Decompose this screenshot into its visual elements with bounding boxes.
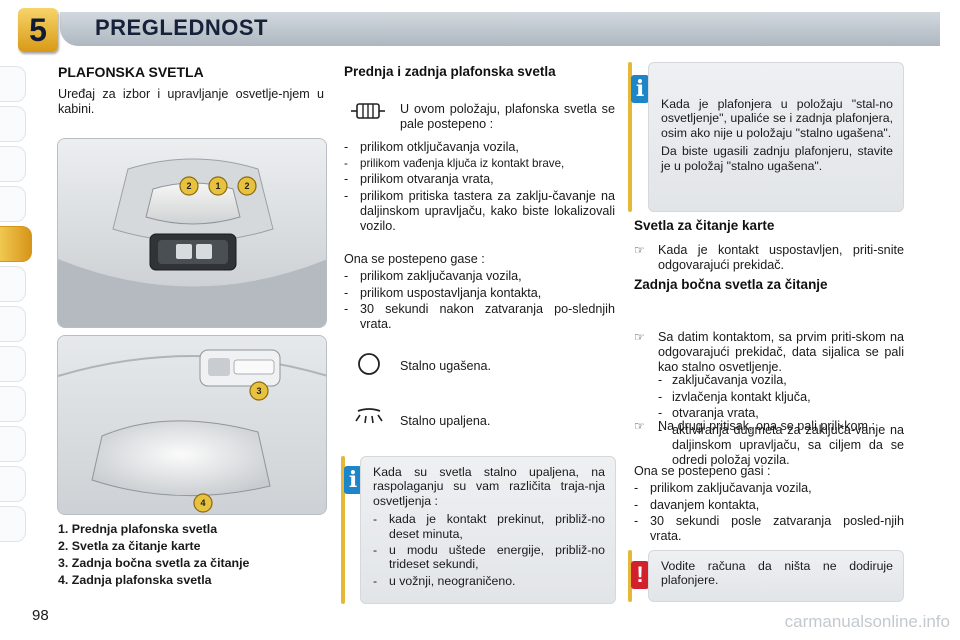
- chapter-tab-2[interactable]: [0, 106, 26, 142]
- lights-on-list: prilikom otključavanja vozila, prilikom …: [344, 140, 615, 235]
- list-item: prilikom otključavanja vozila,: [344, 140, 615, 155]
- list-item: zaključavanja vozila,: [658, 373, 904, 388]
- list-item: 30 sekundi posle zatvaranja posled-njih …: [634, 514, 904, 543]
- figure1-callouts: 2 1 2: [179, 176, 257, 196]
- callout-3: 3: [249, 381, 269, 401]
- rear-off-intro: Ona se postepeno gasi :: [634, 464, 771, 478]
- svg-text:3: 3: [256, 386, 261, 396]
- warning-icon: !: [631, 561, 649, 589]
- info-text: Kada su svetla stalno upaljena, na raspo…: [373, 465, 605, 508]
- rear-ceiling-light-illustration: 3 4: [57, 335, 327, 515]
- chapter-tab-9[interactable]: [0, 386, 26, 422]
- rear-light-first-press: ☞ Sa datim kontaktom, sa prvim priti-sko…: [634, 330, 904, 374]
- info-icon: i: [344, 466, 362, 494]
- callout-badge-2a: [179, 176, 199, 196]
- lights-off-list: prilikom zaključavanja vozila, prilikom …: [344, 269, 615, 334]
- chapter-tab-11[interactable]: [0, 466, 26, 502]
- front-ceiling-light-illustration: 2 1 2: [57, 138, 327, 328]
- list-item: u modu uštede energije, približ-no tride…: [373, 543, 605, 572]
- list-item: u vožnji, neograničeno.: [373, 574, 605, 589]
- list-item: 30 sekundi nakon zatvaranja po-slednjih …: [344, 302, 615, 331]
- list-item: aktiviranja dugmeta za zaključa-vanje na…: [658, 423, 904, 467]
- chapter-tab-7[interactable]: [0, 306, 26, 342]
- header-band: [60, 12, 940, 46]
- chapter-tab-12[interactable]: [0, 506, 26, 542]
- rear-lights-drawing: [58, 336, 326, 514]
- section-heading-map-lights: Svetla za čitanje karte: [634, 218, 775, 233]
- callout-badge-1: [208, 176, 228, 196]
- legend-item-3: 3. Zadnja bočna svetla za čitanje: [58, 556, 250, 570]
- callout-label-1: 1: [215, 181, 220, 191]
- intro-text: Uređaj za izbor i upravljanje osvetlje-n…: [58, 87, 324, 116]
- auto-mode-text: U ovom položaju, plafonska svetla se pal…: [400, 102, 615, 131]
- section-heading-ceiling-lights: PLAFONSKA SVETLA: [58, 64, 204, 80]
- list-item: kada je kontakt prekinut, približ-no des…: [373, 512, 605, 541]
- page-number: 98: [32, 607, 49, 624]
- info-box-rear-light: Kada je plafonjera u položaju "stal-no o…: [648, 62, 904, 212]
- chapter-badge: 5: [18, 8, 58, 52]
- watermark: carmanualsonline.info: [784, 612, 950, 631]
- chapter-tab-5-active[interactable]: [0, 226, 32, 262]
- legend-item-1: 1. Prednja plafonska svetla: [58, 522, 218, 536]
- callout-label-2b: 2: [244, 181, 249, 191]
- list-item: prilikom uspostavljanja kontakta,: [344, 286, 615, 301]
- list-item: prilikom otvaranja vrata,: [344, 172, 615, 187]
- info-icon: i: [631, 75, 649, 103]
- list-item: davanjem kontakta,: [634, 498, 904, 513]
- info-paragraph-1: Kada je plafonjera u položaju "stal-no o…: [661, 97, 893, 140]
- info-paragraph-2: Da biste ugasili zadnju plafonjeru, stav…: [661, 144, 893, 173]
- rear-light-text-1: Sa datim kontaktom, sa prvim priti-skom …: [658, 330, 904, 374]
- rear-off-list: prilikom zaključavanja vozila, davanjem …: [634, 481, 904, 546]
- list-item: prilikom zaključavanja vozila,: [344, 269, 615, 284]
- page-header: 5 PREGLEDNOST: [0, 0, 960, 56]
- list-item: prilikom pritiska tastera za zaklju-čava…: [344, 189, 615, 233]
- pointing-hand-icon: ☞: [634, 330, 645, 345]
- section-heading-rear-reading-lights: Zadnja bočna svetla za čitanje: [634, 277, 828, 292]
- legend-item-2: 2. Svetla za čitanje karte: [58, 539, 201, 553]
- legend-item-4: 4. Zadnja plafonska svetla: [58, 573, 212, 587]
- figure-legend: 1. Prednja plafonska svetla 2. Svetla za…: [58, 522, 249, 590]
- rear-ceiling-lamp: [91, 420, 271, 497]
- list-item: prilikom vađenja ključa iz kontakt brave…: [344, 157, 615, 171]
- always-on-icon: [355, 408, 383, 424]
- map-light-text: Kada je kontakt uspostavljen, priti-snit…: [658, 243, 904, 272]
- chapter-tab-4[interactable]: [0, 186, 26, 222]
- front-console-drawing: [58, 139, 326, 327]
- door-mode-icon: [351, 103, 385, 119]
- rear-light-events-list: zaključavanja vozila, izvlačenja kontakt…: [658, 373, 904, 469]
- lights-off-intro: Ona se postepeno gase :: [344, 252, 485, 266]
- pointing-hand-icon: ☞: [634, 243, 645, 257]
- chapter-tabs: [0, 66, 32, 546]
- chapter-tab-1[interactable]: [0, 66, 26, 102]
- always-off-icon: [358, 353, 380, 375]
- chapter-tab-3[interactable]: [0, 146, 26, 182]
- pointing-hand-icon: ☞: [634, 418, 645, 433]
- list-item: izvlačenja kontakt ključa,: [658, 390, 904, 405]
- list-item: otvaranja vrata,: [658, 406, 904, 421]
- always-on-label: Stalno upaljena.: [400, 414, 491, 428]
- section-heading-front-rear-lights: Prednja i zadnja plafonska svetla: [344, 64, 556, 79]
- always-off-label: Stalno ugašena.: [400, 359, 492, 373]
- duration-list: kada je kontakt prekinut, približ-no des…: [373, 512, 605, 588]
- callout-badge-2b: [237, 176, 257, 196]
- list-item: prilikom zaključavanja vozila,: [634, 481, 904, 496]
- page-title: PREGLEDNOST: [95, 15, 268, 40]
- chapter-tab-8[interactable]: [0, 346, 26, 382]
- info-box-durations: Kada su svetla stalno upaljena, na raspo…: [360, 456, 616, 604]
- chapter-tab-10[interactable]: [0, 426, 26, 462]
- svg-text:4: 4: [200, 498, 205, 508]
- warning-text: Vodite računa da ništa ne dodiruje plafo…: [661, 559, 893, 588]
- callout-label-2a: 2: [186, 181, 191, 191]
- callout-4: 4: [193, 493, 213, 513]
- chapter-tab-6[interactable]: [0, 266, 26, 302]
- warning-box: Vodite računa da ništa ne dodiruje plafo…: [648, 550, 904, 602]
- map-light-instruction: ☞ Kada je kontakt uspostavljen, priti-sn…: [634, 243, 904, 272]
